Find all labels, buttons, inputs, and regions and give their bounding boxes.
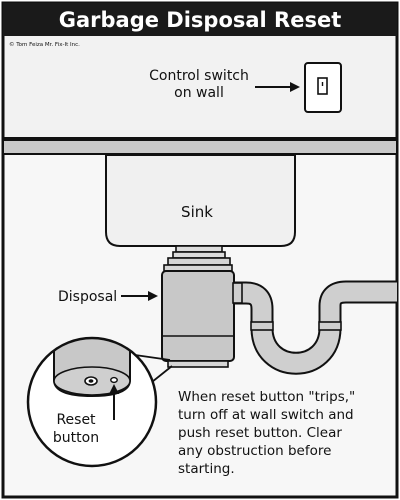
- disposal-label: Disposal: [58, 289, 117, 305]
- instruction-line-4: any obstruction before: [178, 443, 331, 459]
- reset-label-line-1: Reset: [56, 412, 96, 428]
- reset-pointer-arrow: [109, 384, 119, 394]
- disposal-body: [161, 270, 235, 362]
- reset-label-line-2: button: [53, 430, 99, 446]
- sink-bowl: [105, 154, 296, 247]
- pipe-coupling-trap-right: [318, 321, 342, 331]
- sink-label: Sink: [181, 203, 213, 221]
- instruction-line-1: When reset button "trips,": [178, 389, 355, 405]
- reset-detail-callout: Reset button: [26, 336, 158, 468]
- callout-connector-bottom: [151, 365, 173, 383]
- copyright-text: © Tom Feiza Mr. Fix-It Inc.: [9, 41, 80, 48]
- drain-flange-1: [175, 245, 223, 253]
- pipe-coupling-disposal: [232, 282, 243, 304]
- callout-circle-border: [26, 336, 158, 468]
- reset-button-side-hole: [110, 376, 118, 384]
- countertop: [2, 139, 398, 155]
- instruction-line-2: turn off at wall switch and: [178, 407, 354, 423]
- drain-pipe-fill: [234, 282, 397, 373]
- switch-pointer-arrow: [290, 82, 300, 92]
- reset-button-center: [88, 379, 94, 383]
- instruction-line-5: starting.: [178, 461, 235, 477]
- callout-connector-top: [134, 354, 171, 361]
- mount-ring: [167, 257, 231, 266]
- pipe-coupling-trap-left: [250, 321, 274, 331]
- title-bar: [3, 3, 397, 36]
- disposal-base: [167, 360, 229, 368]
- drain-flange-2: [172, 251, 226, 259]
- switch-label-line-2: on wall: [174, 85, 224, 101]
- instruction-line-3: push reset button. Clear: [178, 425, 342, 441]
- disposal-pointer-arrow: [148, 291, 158, 301]
- switch-label-line-1: Control switch: [149, 68, 249, 84]
- page-title: Garbage Disposal Reset: [59, 8, 342, 32]
